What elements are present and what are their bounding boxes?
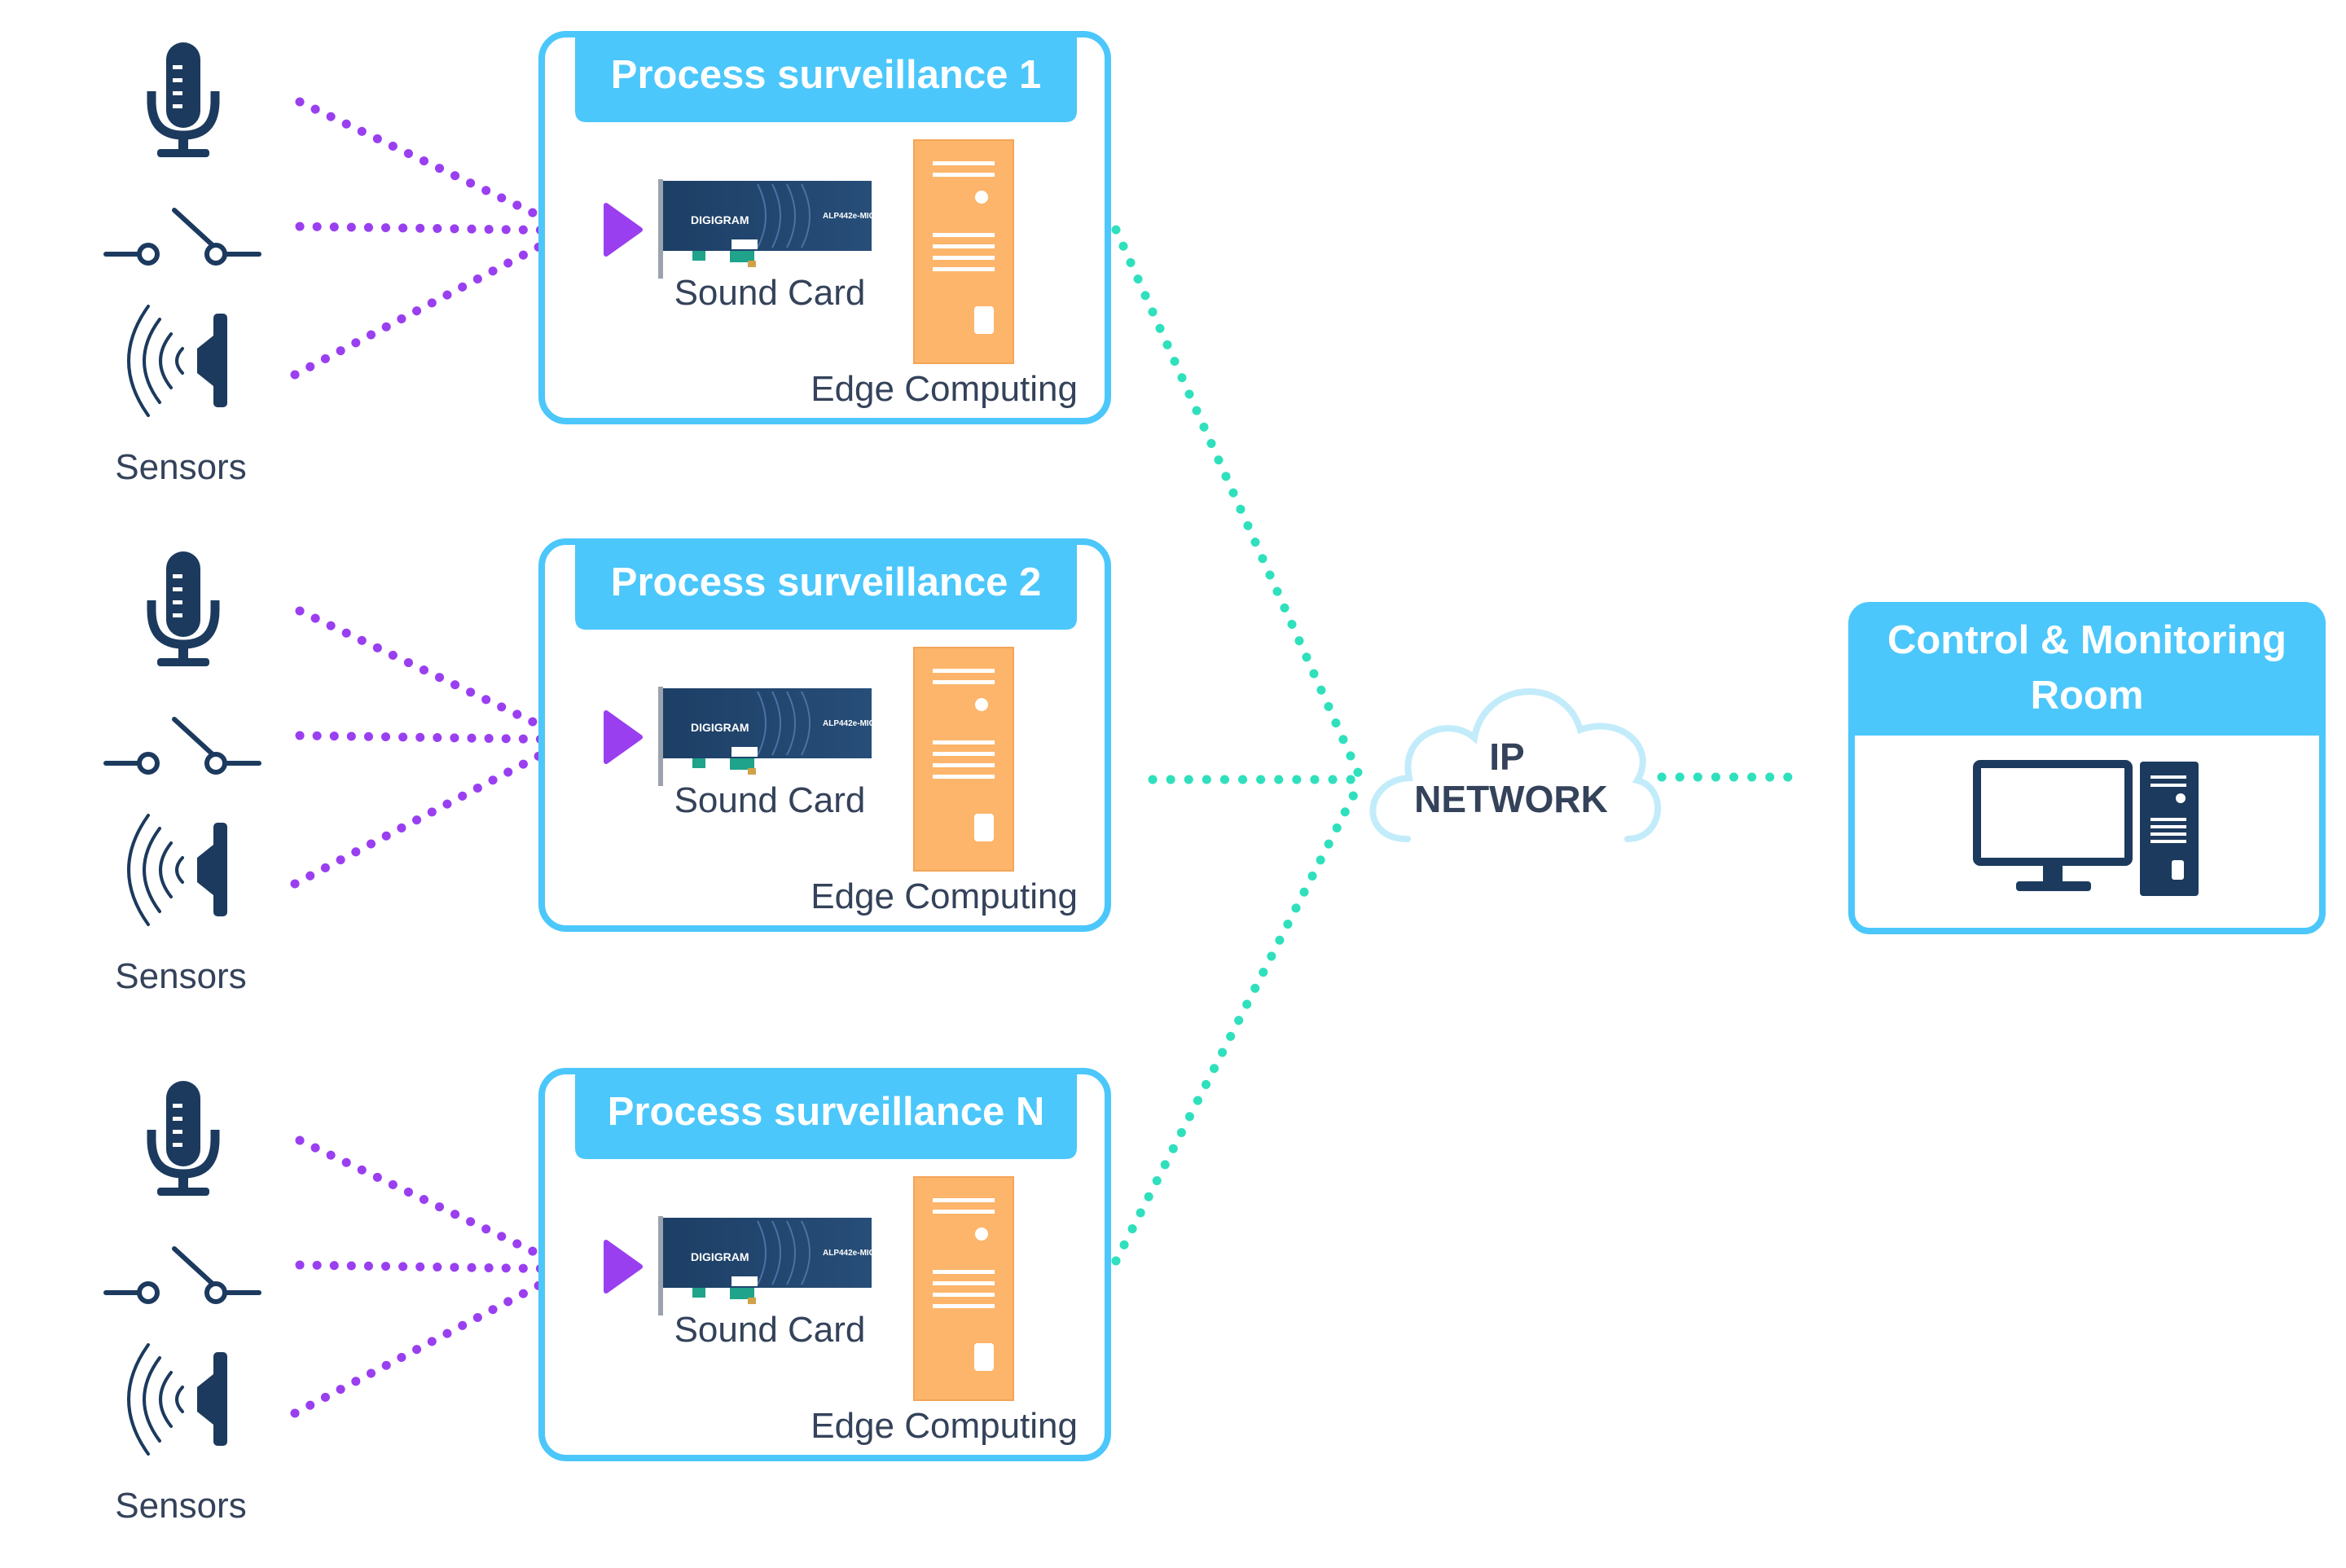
desktop-tower-icon bbox=[2140, 762, 2199, 896]
edge-computing-label: Edge Computing bbox=[811, 1406, 1078, 1446]
play-arrow-icon bbox=[604, 710, 643, 764]
card-brand: DIGIGRAM bbox=[691, 213, 749, 226]
sensor-link bbox=[295, 1260, 575, 1274]
card-model: ALP442e-MIC bbox=[823, 719, 875, 728]
sound-card-label: Sound Card bbox=[674, 1310, 866, 1350]
monitor-icon bbox=[1973, 760, 2133, 891]
sensor-links bbox=[290, 1135, 575, 1418]
server-tower-icon bbox=[913, 139, 1014, 364]
process-box: Process surveillance N DIGIGRAM ALP442e-MI… bbox=[538, 1068, 1111, 1461]
card-brand: DIGIGRAM bbox=[691, 721, 749, 734]
microphone-icon bbox=[147, 42, 220, 157]
switch-icon bbox=[103, 208, 261, 266]
ip-network: IP NETWORK bbox=[1369, 688, 1662, 842]
card-brand: DIGIGRAM bbox=[691, 1250, 749, 1263]
card-model: ALP442e-MIC bbox=[823, 212, 875, 221]
microphone-icon bbox=[147, 1081, 220, 1196]
server-tower-icon bbox=[913, 1176, 1014, 1401]
sensor-links bbox=[290, 97, 575, 380]
process-boxes: Process surveillance 1 DIGIGRAM ALP442e-MI… bbox=[538, 31, 1111, 1461]
sound-card-label: Sound Card bbox=[674, 273, 866, 313]
cloud-icon bbox=[1369, 688, 1662, 842]
sensor-link bbox=[295, 731, 575, 744]
link-process-1-to-network bbox=[1111, 225, 1365, 783]
sensor-group: Sensors bbox=[103, 551, 575, 996]
network-links bbox=[1111, 225, 1801, 1266]
sensors-label: Sensors bbox=[115, 956, 246, 996]
card-model: ALP442e-MIC bbox=[823, 1249, 875, 1258]
sensor-link bbox=[290, 735, 575, 889]
process-title-bar bbox=[575, 545, 1077, 630]
vibration-sensor-icon bbox=[127, 1343, 227, 1456]
control-room-box: Control & Monitoring Room bbox=[1848, 602, 2326, 934]
process-title-bar bbox=[575, 1074, 1077, 1159]
sensor-link bbox=[290, 1264, 575, 1418]
sensors-label: Sensors bbox=[115, 1486, 246, 1526]
sensor-link bbox=[295, 606, 575, 744]
process-title-bar bbox=[575, 37, 1077, 122]
play-arrow-icon bbox=[604, 203, 643, 257]
sound-card-icon: DIGIGRAM ALP442e-MIC bbox=[658, 179, 875, 279]
sound-card-label: Sound Card bbox=[674, 780, 866, 820]
process-box: Process surveillance 2 DIGIGRAM ALP442e-MI… bbox=[538, 538, 1111, 932]
process-title: Process surveillance 2 bbox=[611, 560, 1041, 604]
play-arrow-icon bbox=[604, 1240, 643, 1293]
sensor-link bbox=[295, 1135, 575, 1274]
process-title: Process surveillance N bbox=[608, 1090, 1045, 1134]
process-title: Process surveillance 1 bbox=[611, 53, 1041, 97]
sound-card-icon: DIGIGRAM ALP442e-MIC bbox=[658, 1216, 875, 1315]
control-room-title-line2: Room bbox=[2031, 674, 2144, 718]
sensor-group: Sensors bbox=[103, 42, 575, 487]
vibration-sensor-icon bbox=[127, 305, 227, 417]
control-room-title-line1: Control & Monitoring bbox=[1887, 618, 2287, 662]
network-label-line1: IP bbox=[1489, 736, 1524, 778]
edge-computing-label: Edge Computing bbox=[811, 369, 1078, 409]
network-label-line2: NETWORK bbox=[1414, 778, 1608, 820]
sensor-links bbox=[290, 606, 575, 889]
sound-card-icon: DIGIGRAM ALP442e-MIC bbox=[658, 687, 875, 786]
process-box: Process surveillance 1 DIGIGRAM ALP442e-MI… bbox=[538, 31, 1111, 424]
sensor-link bbox=[290, 226, 575, 380]
sensor-group: Sensors bbox=[103, 1081, 575, 1526]
vibration-sensor-icon bbox=[127, 814, 227, 926]
sensor-link bbox=[295, 222, 575, 235]
switch-icon bbox=[103, 717, 261, 775]
switch-icon bbox=[103, 1246, 261, 1304]
control-room-title-bar bbox=[1852, 605, 2322, 736]
sensor-link bbox=[295, 97, 575, 235]
server-tower-icon bbox=[913, 647, 1014, 872]
sensors-label: Sensors bbox=[115, 447, 246, 487]
link-process-n-to-network bbox=[1111, 777, 1365, 1266]
edge-computing-label: Edge Computing bbox=[811, 876, 1078, 916]
microphone-icon bbox=[147, 551, 220, 666]
